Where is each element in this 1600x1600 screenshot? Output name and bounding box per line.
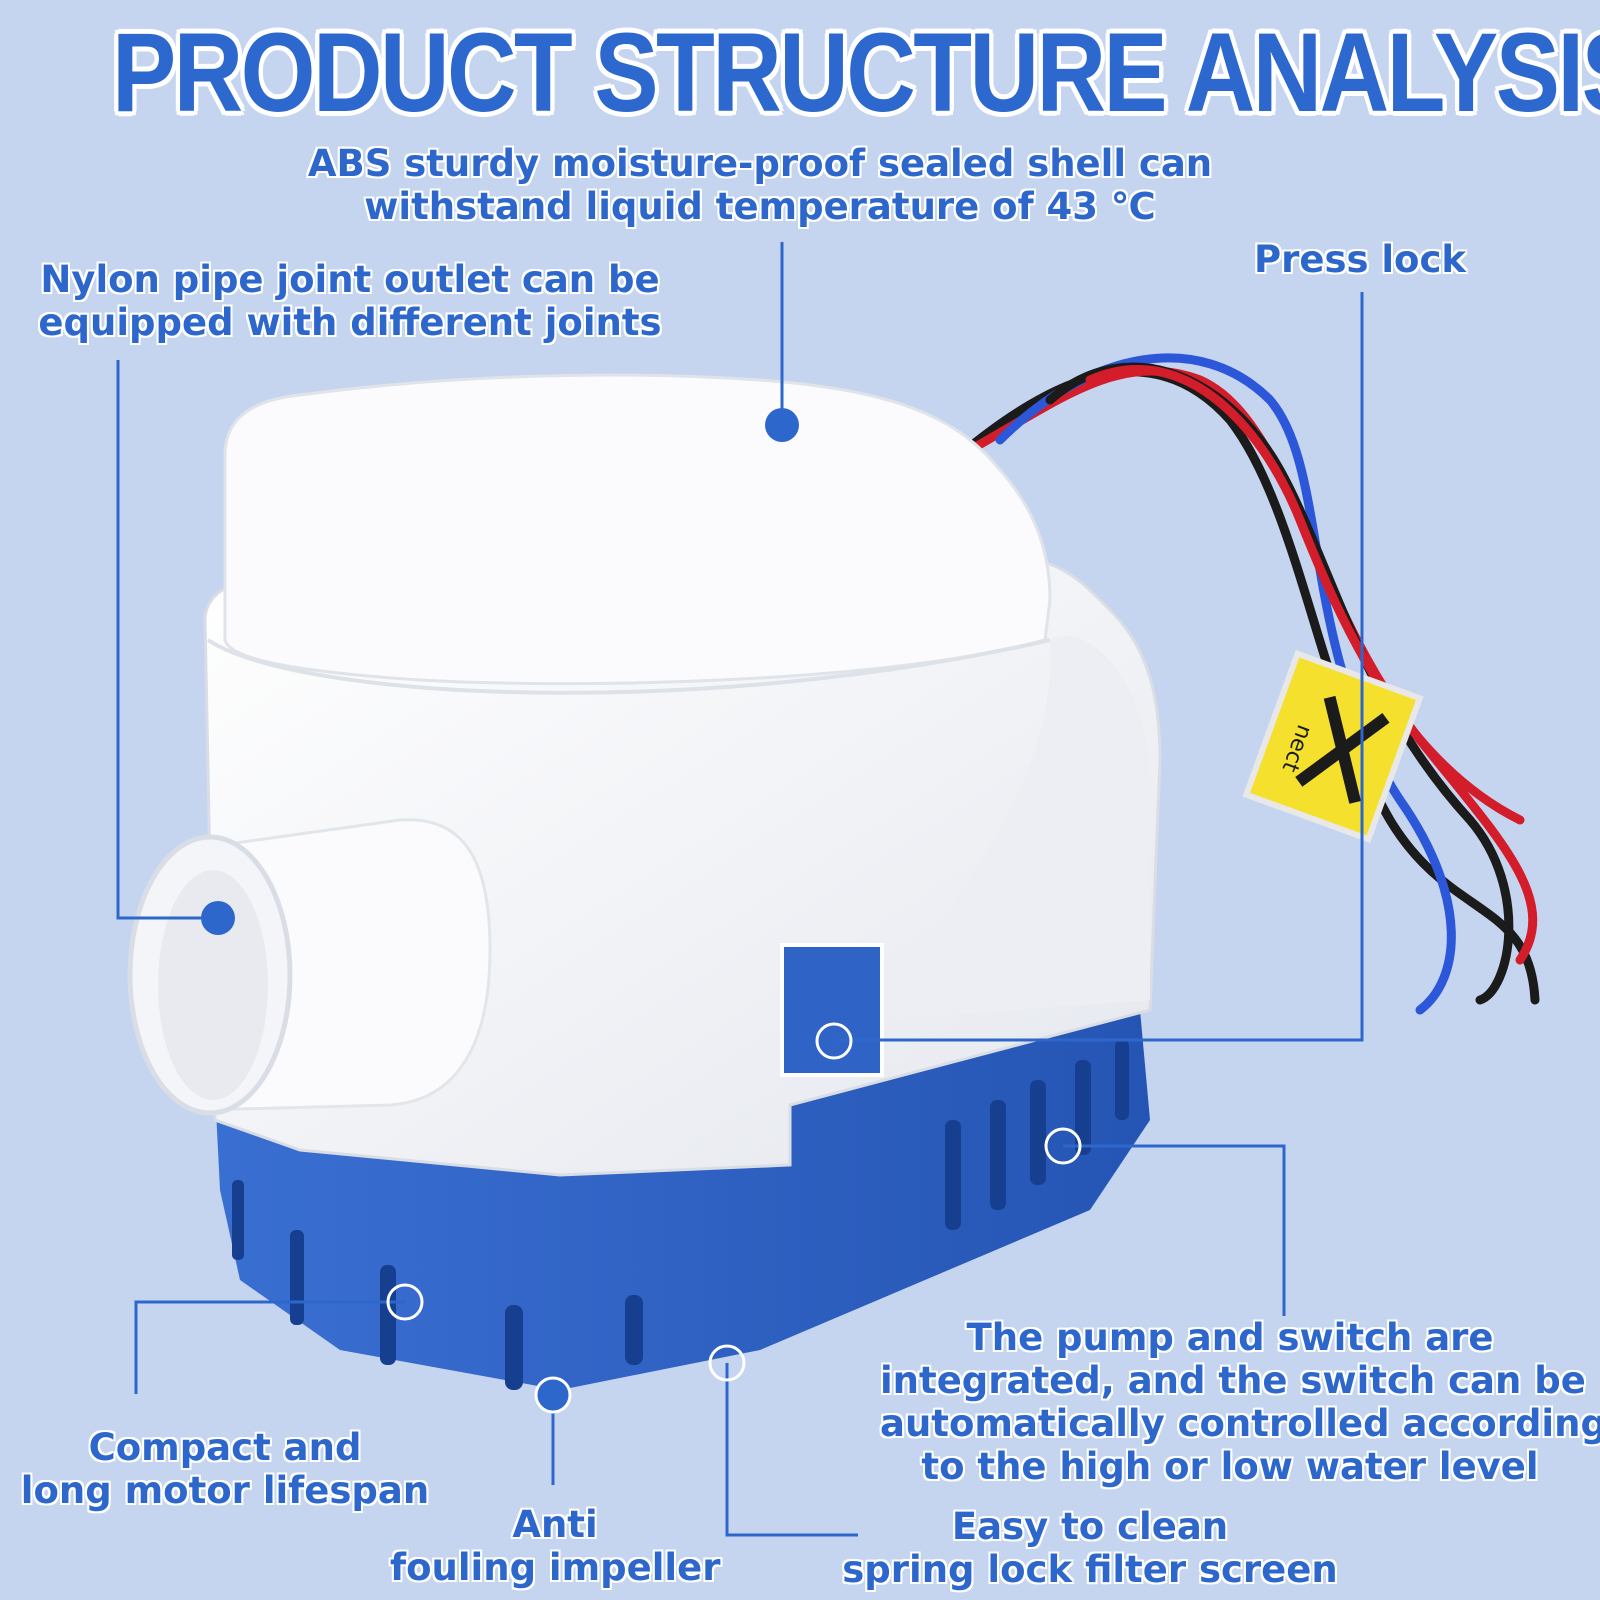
marker-integrated [1044, 1127, 1082, 1165]
callout-impeller: Anti fouling impeller [390, 1503, 721, 1589]
page-title: PRODUCT STRUCTURE ANALYSIS [112, 10, 1600, 135]
marker-shell [765, 408, 799, 442]
marker-motor [386, 1283, 424, 1321]
callout-motor: Compact and long motor lifespan [20, 1426, 430, 1512]
callout-filter: Easy to clean spring lock filter screen [842, 1505, 1338, 1591]
callout-shell: ABS sturdy moisture-proof sealed shell c… [307, 142, 1213, 228]
leader-lines [116, 242, 1364, 1537]
cable-tag: nect [1242, 649, 1424, 843]
filter-slots [232, 1040, 1129, 1390]
marker-impeller [534, 1376, 572, 1414]
marker-filter [708, 1344, 746, 1382]
outlet-pipe [127, 818, 492, 1116]
callout-outlet: Nylon pipe joint outlet can be equipped … [38, 258, 662, 344]
marker-press-lock [815, 1022, 853, 1060]
pump-cap [223, 373, 1052, 686]
press-lock-button [780, 943, 884, 1077]
marker-outlet [201, 901, 235, 935]
callout-press-lock: Press lock [1253, 238, 1467, 281]
callout-integrated: The pump and switch are integrated, and … [880, 1316, 1600, 1488]
power-cables [955, 353, 1540, 1015]
callout-markers [201, 408, 1082, 1414]
